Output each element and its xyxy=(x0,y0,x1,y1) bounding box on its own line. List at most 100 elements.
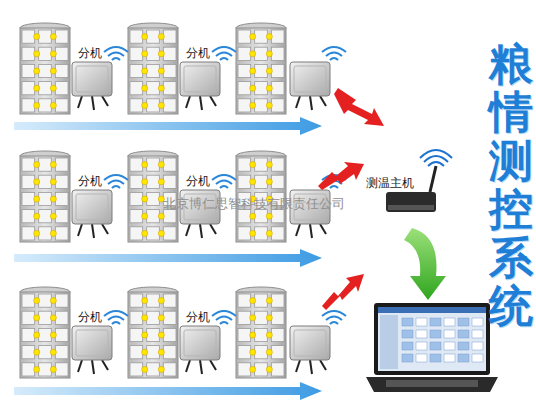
screen-cell xyxy=(402,354,413,362)
silo-panel xyxy=(163,346,176,359)
silo-panel xyxy=(147,82,160,95)
sensor-light xyxy=(250,332,256,338)
sensor-cable xyxy=(102,360,108,370)
sensor-light xyxy=(250,349,256,355)
sensor-light xyxy=(158,298,164,304)
sensor-cable xyxy=(78,96,82,108)
terminal-label: 分机 xyxy=(186,174,210,188)
sensor-light xyxy=(142,34,148,40)
sensor-cable xyxy=(186,224,190,236)
screen-cell xyxy=(472,330,483,338)
sensor-cable xyxy=(296,224,300,236)
wifi-icon xyxy=(322,311,346,324)
router-body xyxy=(386,192,436,212)
sensor-cable xyxy=(200,360,202,374)
screen-bar xyxy=(378,307,486,313)
silo-panel xyxy=(147,99,160,112)
silo-panel xyxy=(22,175,35,188)
silo-panel xyxy=(163,64,176,77)
silo-panel xyxy=(238,47,251,60)
sensor-light xyxy=(158,366,164,372)
silo-panel xyxy=(147,346,160,359)
sensor-cable xyxy=(320,224,326,234)
silo-panel xyxy=(22,346,35,359)
sensor-light xyxy=(50,298,56,304)
screen-panel xyxy=(380,315,398,369)
silo-body xyxy=(20,292,70,378)
silo-panel xyxy=(255,82,268,95)
silo-panel xyxy=(22,328,35,341)
screen-cell xyxy=(444,354,455,362)
silo-panel xyxy=(22,192,35,205)
terminal-label: 分机 xyxy=(78,46,102,60)
sensor-light xyxy=(142,315,148,321)
screen-cell xyxy=(430,318,441,326)
silo-panel xyxy=(238,328,251,341)
silo-panel xyxy=(271,210,284,223)
green-down-arrow xyxy=(404,228,446,300)
silo-panel xyxy=(22,363,35,376)
silo-panel xyxy=(271,328,284,341)
sensor-light xyxy=(266,102,272,108)
silo-panel xyxy=(55,294,68,307)
sensor-light xyxy=(250,315,256,321)
screen-cell xyxy=(458,330,469,338)
sensor-light xyxy=(34,366,40,372)
wifi-icon xyxy=(104,47,128,60)
silo-panel xyxy=(163,210,176,223)
sensor-light xyxy=(142,162,148,168)
sensor-cable xyxy=(210,96,216,106)
silo-panel xyxy=(55,30,68,43)
terminal-node: 分机 xyxy=(78,306,104,322)
silo-panel xyxy=(39,328,52,341)
silo-panel xyxy=(271,346,284,359)
silo-body xyxy=(20,28,70,114)
silo-panel xyxy=(39,311,52,324)
silo-panel xyxy=(163,30,176,43)
sensor-light xyxy=(158,349,164,355)
sensor-light xyxy=(158,332,164,338)
silo-panel xyxy=(130,30,143,43)
sensor-light xyxy=(250,68,256,74)
screen-cell xyxy=(430,330,441,338)
sensor-light xyxy=(266,85,272,91)
sensor-light xyxy=(50,179,56,185)
sensor-light xyxy=(266,51,272,57)
silo-panel xyxy=(130,346,143,359)
sensor-light xyxy=(34,298,40,304)
silo-panel xyxy=(271,227,284,240)
silo-panel xyxy=(255,363,268,376)
terminal-label: 分机 xyxy=(78,174,102,188)
silo-panel xyxy=(130,99,143,112)
terminal-lid xyxy=(294,330,326,356)
silo-panel xyxy=(39,99,52,112)
silo-panel xyxy=(130,210,143,223)
silo-panel xyxy=(22,30,35,43)
silo-panel xyxy=(130,82,143,95)
sensor-light xyxy=(142,213,148,219)
terminal-box xyxy=(72,326,112,360)
red-signal-arrow xyxy=(322,274,364,310)
sensor-light xyxy=(50,68,56,74)
silo-panel xyxy=(55,328,68,341)
silo-panel xyxy=(147,311,160,324)
screen-cell xyxy=(472,318,483,326)
silo-body xyxy=(20,156,70,242)
terminal-box xyxy=(72,190,112,224)
sensor-cable xyxy=(186,96,190,108)
sensor-light xyxy=(142,230,148,236)
host-node: 测温主机 xyxy=(366,172,416,188)
silo-panel xyxy=(271,311,284,324)
sensor-cable xyxy=(210,224,216,234)
silo-panel xyxy=(238,311,251,324)
silo-panel xyxy=(255,346,268,359)
terminal-lid xyxy=(184,330,216,356)
wifi-icon xyxy=(104,175,128,188)
sensor-cable xyxy=(92,224,94,238)
silo-panel xyxy=(22,99,35,112)
sensor-light xyxy=(158,102,164,108)
wifi-icon xyxy=(212,311,236,324)
sensor-light xyxy=(50,332,56,338)
sensor-light xyxy=(250,51,256,57)
silo-panel xyxy=(147,210,160,223)
